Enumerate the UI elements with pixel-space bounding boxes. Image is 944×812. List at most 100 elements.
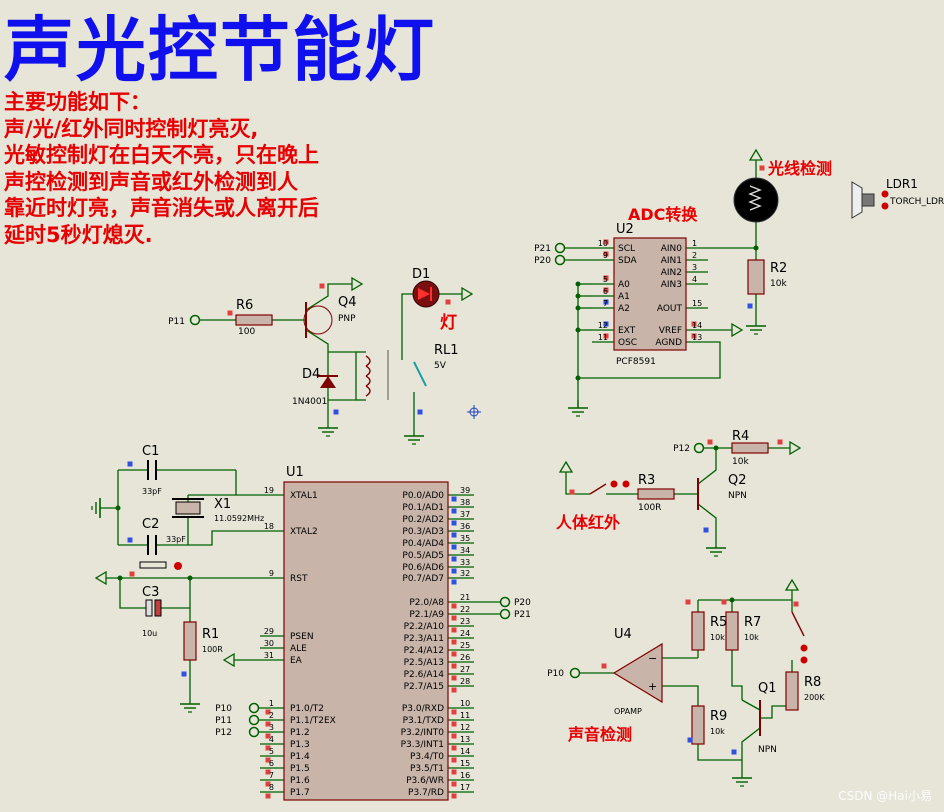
u2-pin-name: AIN3 [661,280,682,290]
u1-pin-name: P3.5/T1 [410,764,444,774]
pin-marker [333,409,339,415]
u2-pin-num: 9 [603,251,608,260]
u1-pin-num: 29 [264,627,274,636]
opamp-minus: − [648,652,657,665]
u1-pin-num: 34 [460,546,470,555]
pin-marker [603,321,609,327]
u2-pin-num: 1 [692,239,697,248]
u1-pin-name: P0.5/AD5 [402,551,444,561]
pin-marker [451,579,457,585]
u1-pin-num: 36 [460,522,470,531]
terminal-icon [499,596,511,608]
u1-pin-num: 33 [460,558,470,567]
pin-marker [603,239,609,245]
wire [119,578,146,609]
u1-pin-name: P3.6/WR [406,776,444,786]
r6-ref: R6 [236,298,253,313]
r7-ref: R7 [744,615,761,630]
r8-ref: R8 [804,675,821,690]
r5-value: 10k [710,633,725,642]
terminal-icon [248,726,260,738]
description-line: 主要功能如下： [4,90,151,114]
relay-coil-icon [365,365,371,377]
r2-value: 10k [770,279,787,289]
u2-part: PCF8591 [616,357,656,367]
sound-pin-icon [800,644,808,652]
c3-ref: C3 [142,585,159,600]
pin-marker [451,651,457,657]
r5-body [691,611,705,651]
u2-pin-name: SCL [618,244,635,254]
pin-marker [721,599,727,605]
net-label: P21 [514,610,531,620]
u2-pin-name: AGND [655,338,682,348]
u1-pin-name: P1.0/T2 [290,704,324,714]
description-line: 靠近时灯亮，声音消失或人离开后 [4,196,319,220]
pin-marker [451,532,457,538]
ldr-pin-icon [881,202,889,210]
junction-dot [753,245,759,251]
u2-pin-name: AIN1 [661,256,682,266]
x1-ref: X1 [214,497,231,512]
r5-ref: R5 [710,615,727,630]
junction-dot [187,575,193,581]
pin-marker [451,675,457,681]
r9-value: 10k [710,727,725,736]
u2-pin-name: OSC [618,338,637,348]
pin-marker [603,299,609,305]
ir-switch-icon [589,483,607,495]
u1-pin-name: P2.1/A9 [409,610,444,620]
u2-pin-num: 14 [692,321,702,330]
r9-ref: R9 [710,709,727,724]
pin-marker [451,709,457,715]
d4-value: 1N4001 [292,397,327,407]
r4-value: 10k [732,457,749,467]
adc-label: ADC转换 [628,205,698,224]
junction-dot [729,597,735,603]
u1-pin-name: P1.7 [290,788,310,798]
u4-ref: U4 [614,627,632,642]
description-line: 声/光/红外同时控制灯亮灭, [4,116,259,141]
wire [697,744,742,761]
u2-pin-name: SDA [618,256,637,266]
x1-crystal [175,501,201,515]
c2-ref: C2 [142,517,159,532]
wire [741,727,761,770]
u2-pin-num: 11 [598,333,608,342]
u1-pin-num: 23 [460,617,470,626]
pin-marker [703,527,709,533]
u1-pin-num: 39 [460,486,470,495]
u1-pin-name: P0.2/AD2 [402,515,444,525]
pin-marker [451,745,457,751]
u1-pin-name: P0.0/AD0 [402,491,444,501]
u1-pin-name: P0.3/AD3 [402,527,444,537]
terminal-icon [569,667,581,679]
pin-marker [603,251,609,257]
r1-value: 100R [202,645,223,654]
pin-marker [451,544,457,550]
u1-pin-name: ALE [290,644,307,654]
u1-pin-num: 19 [264,486,274,495]
q4-symbol [303,305,333,335]
net-label: P20 [514,598,531,608]
d1-ref: D1 [412,267,430,282]
pin-marker [451,687,457,693]
net-label: P12 [673,444,690,454]
u1-pin-num: 18 [264,522,274,531]
rl1-value: 5V [434,361,447,371]
u2-pin-name: A1 [618,292,630,302]
pin-marker [319,283,325,289]
pin-marker [451,508,457,514]
pin-marker [265,745,271,751]
u2-pin-name: VREF [659,326,682,336]
q2-ref: Q2 [728,473,747,488]
junction-dot [575,281,581,287]
u1-pin-name: P1.4 [290,752,310,762]
power-icon [731,322,744,338]
net-label: P20 [534,256,551,266]
u1-pin-num: 15 [460,759,470,768]
pin-marker [451,793,457,799]
u1-pin-name: PSEN [290,632,314,642]
pin-icon [174,562,182,570]
r3-body [637,488,675,500]
